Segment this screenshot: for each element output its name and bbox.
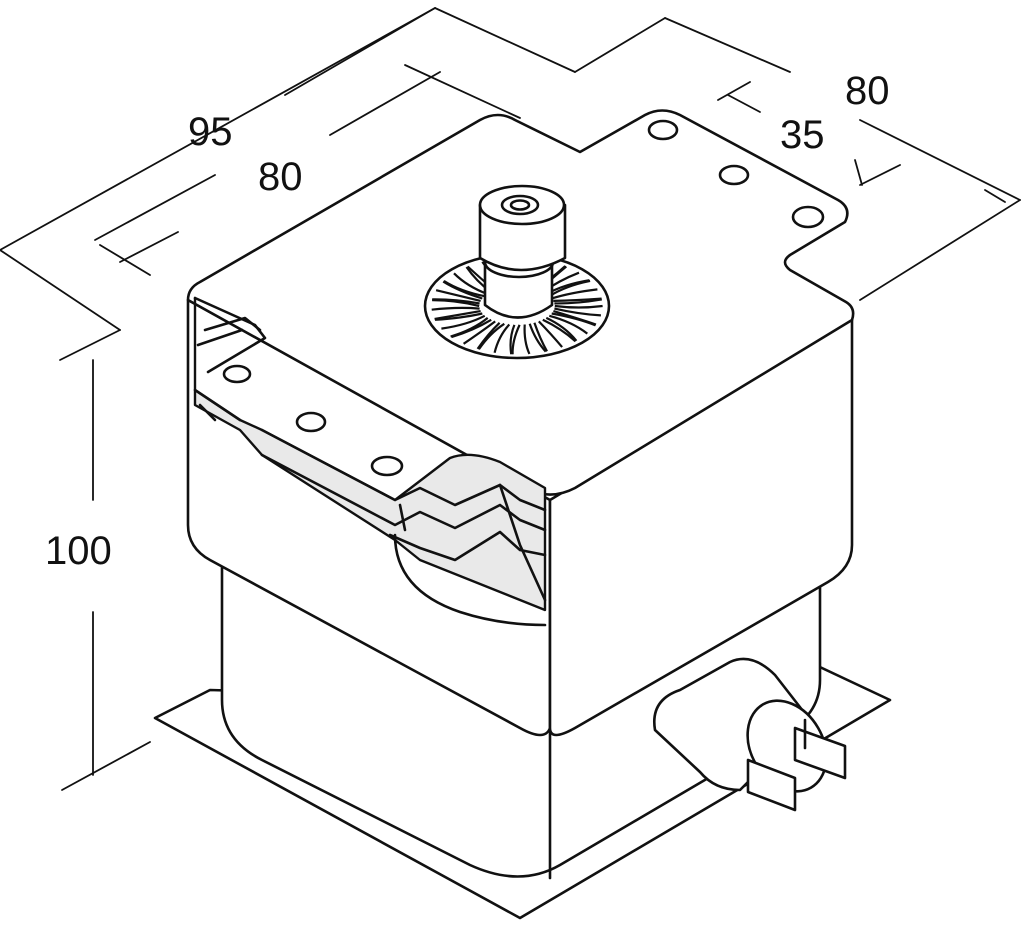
gasket-strand — [434, 310, 481, 321]
gasket-strand — [528, 323, 547, 353]
depth-label: 80 — [845, 69, 890, 113]
gasket-strand — [443, 279, 485, 298]
mounting-holes — [222, 119, 825, 477]
mounting-hole — [370, 455, 404, 477]
gasket-strand — [523, 324, 531, 355]
mounting-hole — [647, 119, 679, 141]
antenna — [423, 184, 611, 360]
mounting-hole — [791, 205, 825, 229]
gasket-strand — [509, 324, 516, 355]
gasket-strand — [538, 320, 563, 348]
gasket-strand — [462, 320, 496, 345]
gasket-strand — [431, 306, 480, 311]
mounting-hole — [222, 364, 252, 384]
gasket-strand — [554, 298, 602, 305]
height-label: 100 — [45, 529, 112, 573]
gasket-strand — [549, 314, 588, 335]
gasket-strand — [554, 307, 601, 317]
flange-cutout — [193, 296, 547, 627]
gasket-strand — [432, 298, 480, 305]
gasket-strand — [554, 304, 603, 309]
gasket-strand — [545, 316, 578, 342]
gasket-strand — [553, 297, 602, 302]
gasket-strand — [511, 324, 521, 355]
mounting-hole — [718, 164, 750, 186]
gasket-strand — [435, 289, 481, 302]
gasket-strand — [476, 322, 501, 350]
gasket-strand — [542, 318, 577, 343]
filter-terminal — [652, 657, 847, 812]
gasket-strand — [493, 323, 511, 353]
gasket-strand — [551, 312, 596, 327]
dimension-labels: 95 80 80 35 100 — [45, 69, 890, 573]
hole-spacing-label: 35 — [780, 113, 825, 157]
gasket-strand — [477, 322, 505, 350]
dimension-lines — [0, 7, 1021, 791]
gasket-strand — [450, 317, 489, 338]
mounting-hole — [295, 411, 327, 433]
gasket-strand — [434, 312, 483, 321]
gasket-strand — [551, 288, 598, 300]
outer-width-label: 95 — [188, 110, 233, 154]
inner-width-label: 80 — [258, 155, 303, 199]
gasket-strand — [441, 314, 486, 330]
gasket-strand — [533, 322, 548, 352]
